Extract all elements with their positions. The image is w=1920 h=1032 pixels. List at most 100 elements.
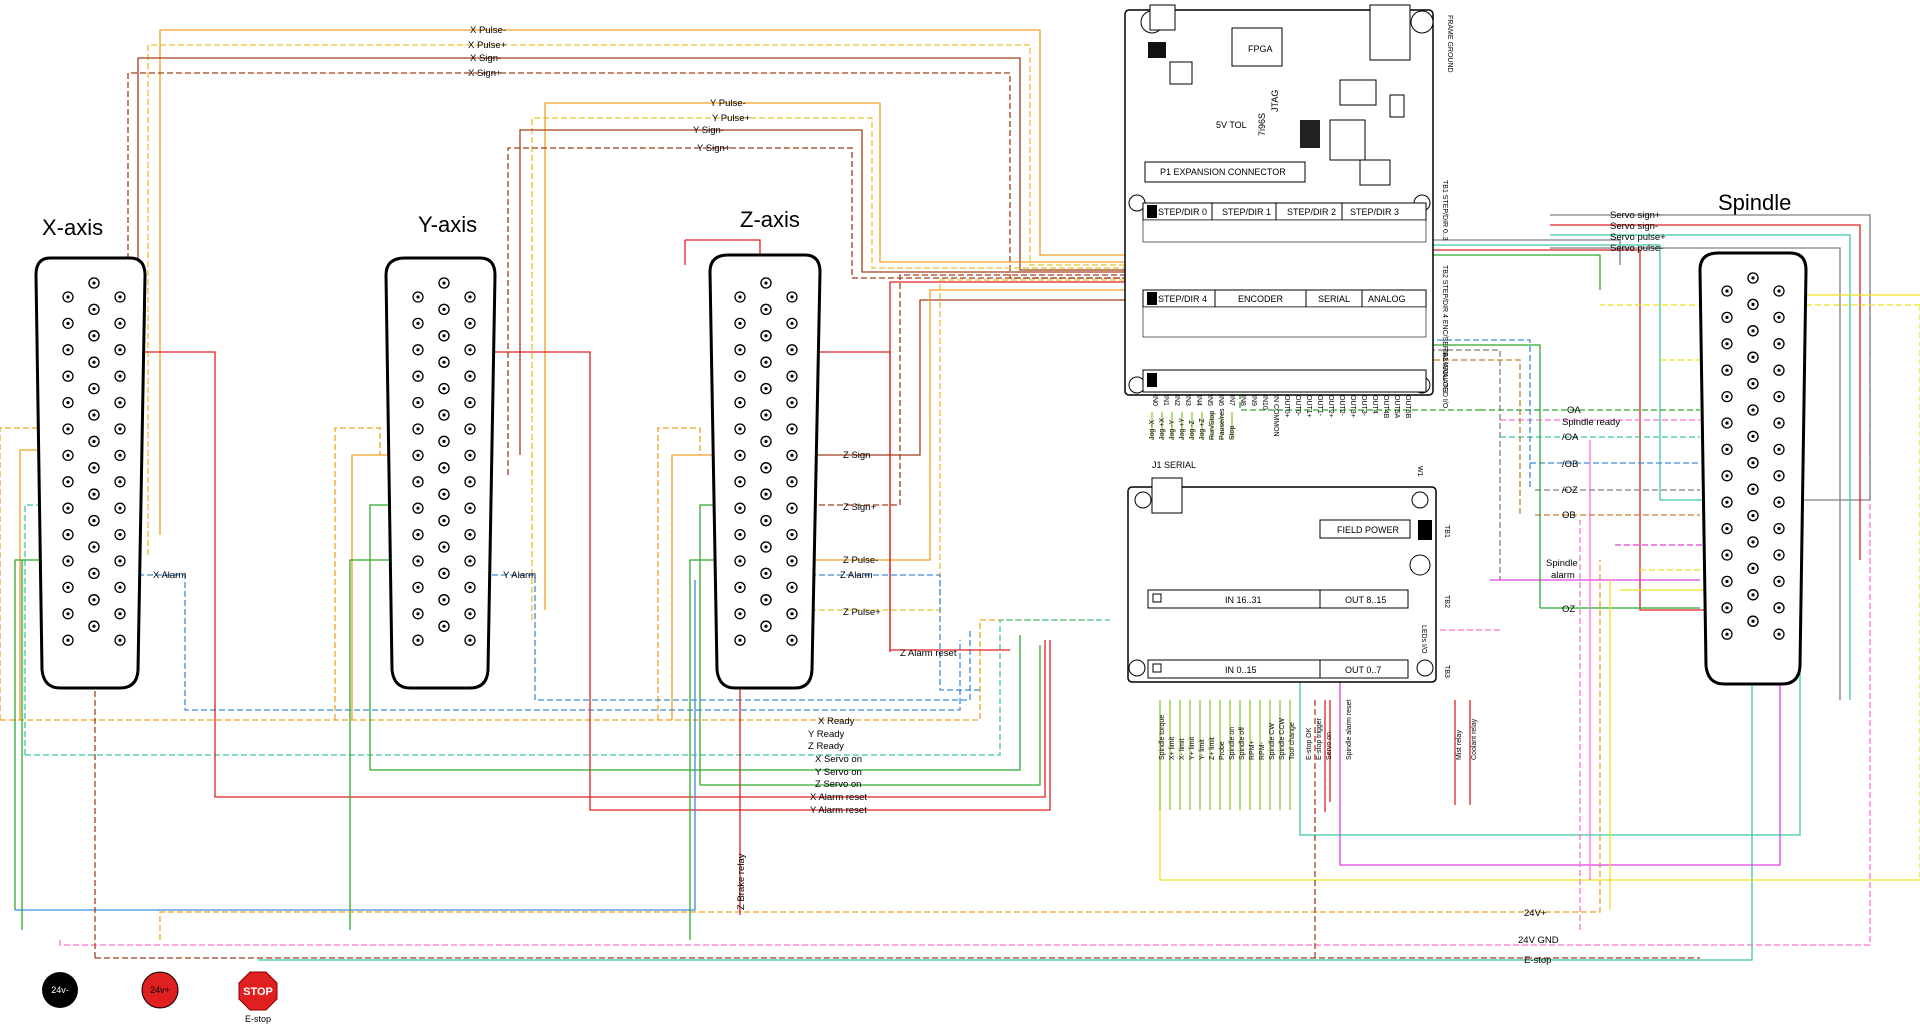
estop-caption: E-stop xyxy=(245,1014,271,1024)
spindle-title: Spindle xyxy=(1718,190,1791,215)
power-minus-label: 24v- xyxy=(51,985,69,995)
x-axis-pin-dot xyxy=(118,506,122,510)
z-axis-pin-dot xyxy=(738,321,742,325)
x-axis-inner-pin-dot xyxy=(92,545,96,549)
y-axis-inner-pin-dot xyxy=(442,519,446,523)
z-axis-inner-pin-dot xyxy=(764,545,768,549)
x-axis-inner-pin-dot xyxy=(92,598,96,602)
label-y-pulse: Y Pulse- xyxy=(710,98,746,109)
label-y-pulse-plus: Y Pulse+ xyxy=(712,113,751,124)
y-axis-pin-dot xyxy=(468,638,472,642)
z-axis-pin-dot xyxy=(738,348,742,352)
wires xyxy=(0,29,1920,961)
y-axis-pin-dot xyxy=(416,427,420,431)
label-servo-sign-plus: Servo sign+ xyxy=(1610,210,1661,221)
w1-label: W1 xyxy=(1416,466,1423,477)
spindle-pins xyxy=(1721,285,1785,640)
bottom-wire-label: Probe xyxy=(1219,741,1226,760)
io-wire-label: Stop xyxy=(1229,425,1236,440)
z-axis-pin-dot xyxy=(738,585,742,590)
z-axis-pin-dot xyxy=(738,533,742,537)
connector-pins xyxy=(62,272,1785,646)
estop-sign-icon xyxy=(238,971,278,1011)
spindle-pin-dot xyxy=(1725,527,1729,531)
spindle-pin-dot xyxy=(1725,289,1729,293)
label-spindle-alarm-2: alarm xyxy=(1551,570,1575,581)
mesa-7i96s-board: FPGA JTAG 5V TOL 7i96S P1 EXPANSION CONN… xyxy=(1124,4,1453,440)
tb3-label: TB3 ISOLATED I/O xyxy=(1441,348,1448,409)
label-x-pulse-plus: X Pulse+ xyxy=(468,40,507,51)
spindle-pin-dot xyxy=(1777,395,1781,399)
label-y-servo-on: Y Servo on xyxy=(815,767,862,778)
y-axis-inner-pin-dot xyxy=(442,281,446,285)
bottom-wire-label: Servo on xyxy=(1326,732,1333,760)
expansion-io-board: J1 SERIAL W1 FIELD POWER TB1 IN 16..31 O… xyxy=(1127,460,1478,760)
analog-label: ANALOG xyxy=(1368,294,1406,304)
y-axis-pin-dot xyxy=(468,506,472,510)
spindle-pin-dot xyxy=(1725,395,1729,399)
bottom-wire-label: RPM+ xyxy=(1249,740,1256,760)
y-axis-pin-dot xyxy=(416,585,420,590)
spindle-inner-pin-dot xyxy=(1751,408,1755,412)
serial-label: SERIAL xyxy=(1318,294,1350,304)
x-axis-inner-pin-dot xyxy=(92,334,96,338)
label-servo-sign: Servo sign- xyxy=(1610,221,1658,232)
spindle-inner-pin-dot xyxy=(1751,461,1755,465)
y-axis-pin-dot xyxy=(416,453,420,457)
y-axis-pins xyxy=(412,291,476,646)
spindle-inner-pin-dot xyxy=(1751,540,1755,544)
out-8-15-label: OUT 8..15 xyxy=(1345,595,1386,605)
bottom-wire-label: RPM- xyxy=(1259,741,1266,760)
x-axis-title: X-axis xyxy=(42,215,103,240)
spindle-pin-dot xyxy=(1777,474,1781,478)
z-axis-pin-dot xyxy=(738,453,742,457)
x-axis-pin-dot xyxy=(66,453,70,457)
power-symbols: 24v- 24v+ STOP E-stop xyxy=(42,971,278,1024)
z-axis-pin-dot xyxy=(790,348,794,352)
model-label: 7i96S xyxy=(1257,113,1267,136)
spindle-pin-dot xyxy=(1725,315,1729,319)
io-pin-label: OUT2- xyxy=(1338,395,1345,417)
y-axis-inner-pin-dot xyxy=(442,492,446,496)
y-axis-pin-dot xyxy=(468,348,472,352)
x-axis-pin-dot xyxy=(118,295,122,299)
x-axis-pins xyxy=(62,291,126,646)
x-axis-pin-dot xyxy=(66,348,70,352)
z-axis-inner-pin-dot xyxy=(764,571,768,576)
bottom-wire-label: Z+ limit xyxy=(1209,737,1216,760)
io-wire-label: Pause/res xyxy=(1219,408,1226,440)
z-axis-pin-dot xyxy=(738,295,742,299)
io-pin-label: IN1 xyxy=(1162,395,1169,406)
io-wire-label: Jog +Z xyxy=(1199,418,1206,440)
y-axis-inner-pin-dot xyxy=(442,360,446,364)
z-axis-pin-dot xyxy=(790,480,794,484)
x-axis-inner-pin-dot xyxy=(92,307,96,311)
y-axis-inner-pin-dot xyxy=(442,571,446,576)
io-pin-label: OUT4 xyxy=(1371,395,1378,414)
label-z-alarm: Z Alarm xyxy=(840,570,873,581)
x-axis-inner-pin-dot xyxy=(92,360,96,364)
x-axis-pin-dot xyxy=(118,533,122,537)
io-pin-label: OUT0+ xyxy=(1283,395,1290,418)
bottom-wire-label: Spindle on xyxy=(1229,727,1236,760)
label-oz-n: /OZ xyxy=(1562,485,1578,496)
x-axis-pin-dot xyxy=(66,295,70,299)
bottom-wire-label: Mist relay xyxy=(1456,730,1463,760)
y-axis-inner-pin-dot xyxy=(442,307,446,311)
bottom-wire-label: E-stop OK xyxy=(1306,727,1313,760)
io-wire-label: Jog -Z xyxy=(1189,419,1196,440)
io-pin-label: OUT4B xyxy=(1382,395,1389,419)
y-axis-inner-pin-dot xyxy=(442,466,446,470)
io-pin-label: IN2 xyxy=(1173,395,1180,406)
x-axis-pin-dot xyxy=(118,348,122,352)
y-axis-inner-pin-dot xyxy=(442,387,446,391)
x-axis-pin-dot xyxy=(66,612,70,616)
label-x-pulse: X Pulse- xyxy=(470,25,506,36)
label-x-ready: X Ready xyxy=(818,716,855,727)
y-axis-pin-dot xyxy=(416,533,420,537)
y-axis-pin-dot xyxy=(468,453,472,457)
z-axis-pin-dot xyxy=(790,295,794,299)
